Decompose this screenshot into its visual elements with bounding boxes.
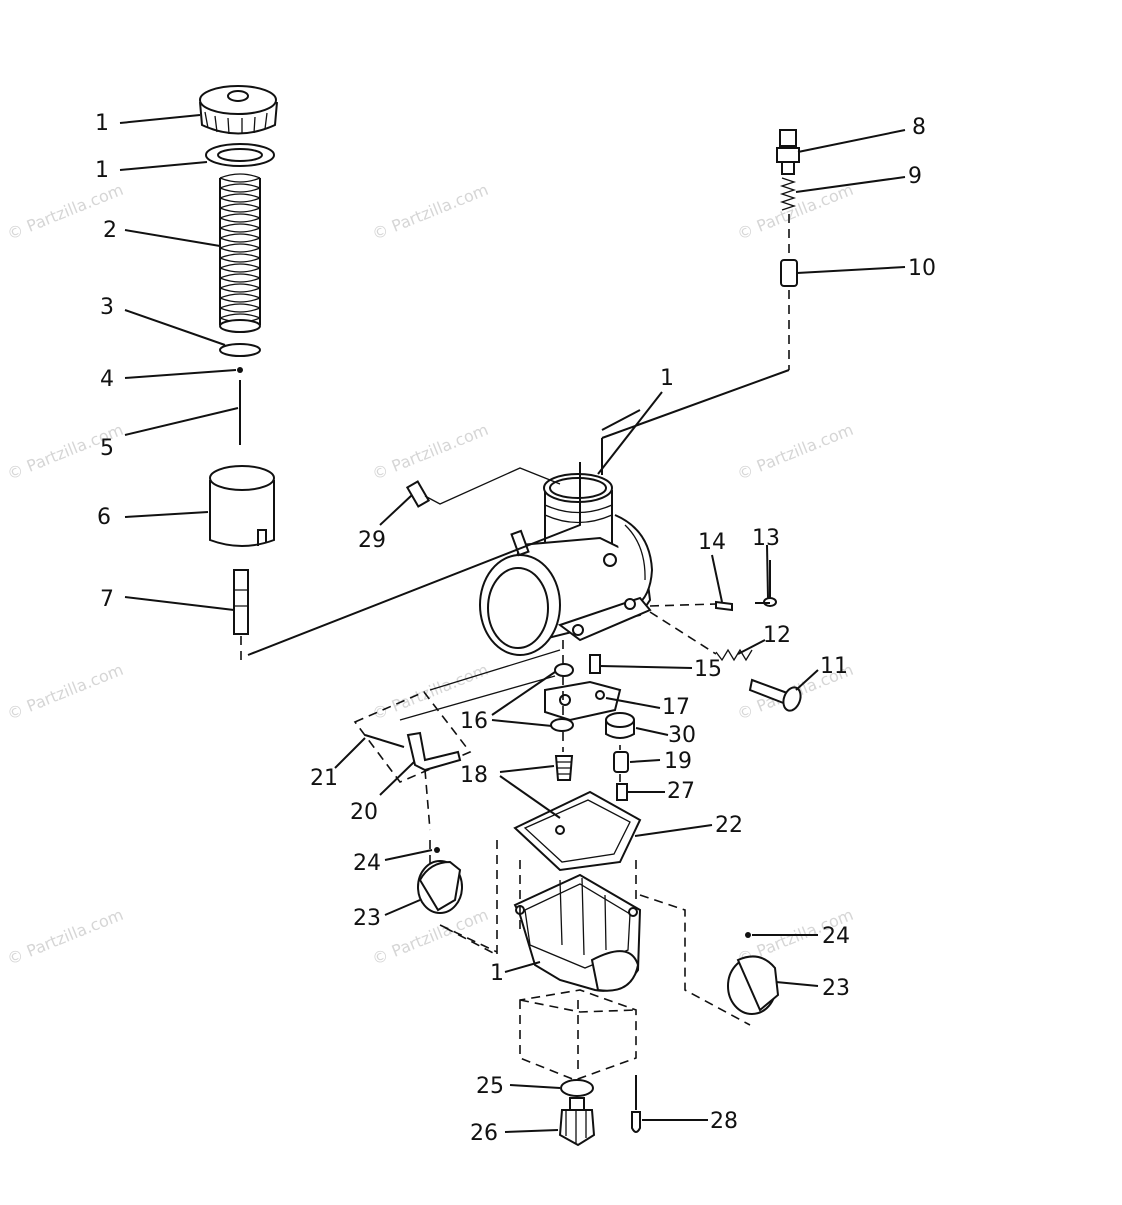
callout-6: 6 bbox=[97, 505, 111, 530]
carb-cap-boss bbox=[227, 90, 249, 102]
bottom-parts bbox=[558, 1000, 641, 1147]
callout-12: 12 bbox=[763, 623, 791, 648]
float-pin-part bbox=[745, 932, 751, 938]
callout-23: 23 bbox=[822, 976, 850, 1001]
callout-23: 23 bbox=[353, 906, 381, 931]
callout-29: 29 bbox=[358, 528, 386, 553]
spring-part bbox=[219, 173, 261, 333]
callout-30: 30 bbox=[668, 723, 696, 748]
callout-7: 7 bbox=[100, 587, 114, 612]
callout-2: 2 bbox=[103, 218, 117, 243]
callout-24: 24 bbox=[822, 924, 850, 949]
float-arm-part bbox=[406, 731, 462, 772]
float-bowl-gasket-part bbox=[513, 790, 642, 872]
watermark: © Partzilla.com bbox=[369, 180, 491, 244]
callout-13: 13 bbox=[752, 526, 780, 551]
watermark: © Partzilla.com bbox=[734, 180, 856, 244]
callout-22: 22 bbox=[715, 813, 743, 838]
slow-jet-part bbox=[616, 783, 628, 801]
callout-25: 25 bbox=[476, 1074, 504, 1099]
callout-4: 4 bbox=[100, 367, 114, 392]
pin-part bbox=[405, 480, 431, 508]
callout-5: 5 bbox=[100, 436, 114, 461]
leader-lines bbox=[119, 114, 906, 1133]
drain-bolt-part bbox=[558, 1109, 596, 1147]
callout-21: 21 bbox=[310, 766, 338, 791]
carburetor-body-part bbox=[479, 473, 654, 656]
idle-spring-part bbox=[715, 648, 753, 662]
callout-27: 27 bbox=[667, 779, 695, 804]
main-jet-part bbox=[613, 751, 629, 773]
watermark: © Partzilla.com bbox=[4, 905, 126, 969]
idle-screw-parts bbox=[649, 560, 802, 712]
callout-24: 24 bbox=[353, 851, 381, 876]
screw-part bbox=[631, 1111, 641, 1133]
float-pin-part bbox=[434, 847, 440, 853]
pilot-jet-part bbox=[589, 654, 601, 674]
float-bowl-part bbox=[513, 873, 642, 992]
callout-3: 3 bbox=[100, 295, 114, 320]
callout-17: 17 bbox=[662, 695, 690, 720]
callout-1: 1 bbox=[660, 366, 674, 391]
float-arm-parts bbox=[353, 691, 472, 870]
watermark: © Partzilla.com bbox=[4, 660, 126, 724]
callout-14: 14 bbox=[698, 530, 726, 555]
callout-26: 26 bbox=[470, 1121, 498, 1146]
callout-10: 10 bbox=[908, 256, 936, 281]
callout-1: 1 bbox=[490, 961, 504, 986]
washer-part bbox=[550, 718, 574, 732]
callout-9: 9 bbox=[908, 164, 922, 189]
plate-part bbox=[544, 680, 622, 722]
upper-right-parts bbox=[776, 129, 800, 370]
retainer-plate-part bbox=[219, 343, 261, 357]
callout-1: 1 bbox=[95, 111, 109, 136]
pilot-screw-spring-part bbox=[715, 600, 733, 612]
callout-19: 19 bbox=[664, 749, 692, 774]
float-pin-part bbox=[364, 734, 405, 748]
assembly-lines bbox=[247, 369, 790, 1081]
watermark: © Partzilla.com bbox=[369, 420, 491, 484]
watermark: © Partzilla.com bbox=[734, 420, 856, 484]
middle-parts bbox=[544, 640, 635, 831]
left-stack-parts bbox=[199, 85, 278, 660]
cable-adjuster-part bbox=[779, 129, 797, 147]
callout-labels: 1 1 2 3 4 5 6 7 8 9 10 1 29 14 13 12 15 … bbox=[95, 111, 936, 1146]
callout-28: 28 bbox=[710, 1109, 738, 1134]
float-parts bbox=[417, 847, 780, 1015]
o-ring-part bbox=[560, 1079, 594, 1097]
callout-8: 8 bbox=[912, 115, 926, 140]
callout-11: 11 bbox=[820, 654, 848, 679]
needle-jet-part bbox=[233, 569, 249, 635]
callout-20: 20 bbox=[350, 800, 378, 825]
callout-18: 18 bbox=[460, 763, 488, 788]
adjuster-spring-part bbox=[779, 177, 797, 211]
callout-15: 15 bbox=[694, 657, 722, 682]
callout-1: 1 bbox=[95, 158, 109, 183]
callout-16: 16 bbox=[460, 709, 488, 734]
washer-part bbox=[554, 663, 574, 677]
needle-clip-part bbox=[237, 367, 243, 373]
adjuster-nut-part bbox=[780, 259, 798, 287]
